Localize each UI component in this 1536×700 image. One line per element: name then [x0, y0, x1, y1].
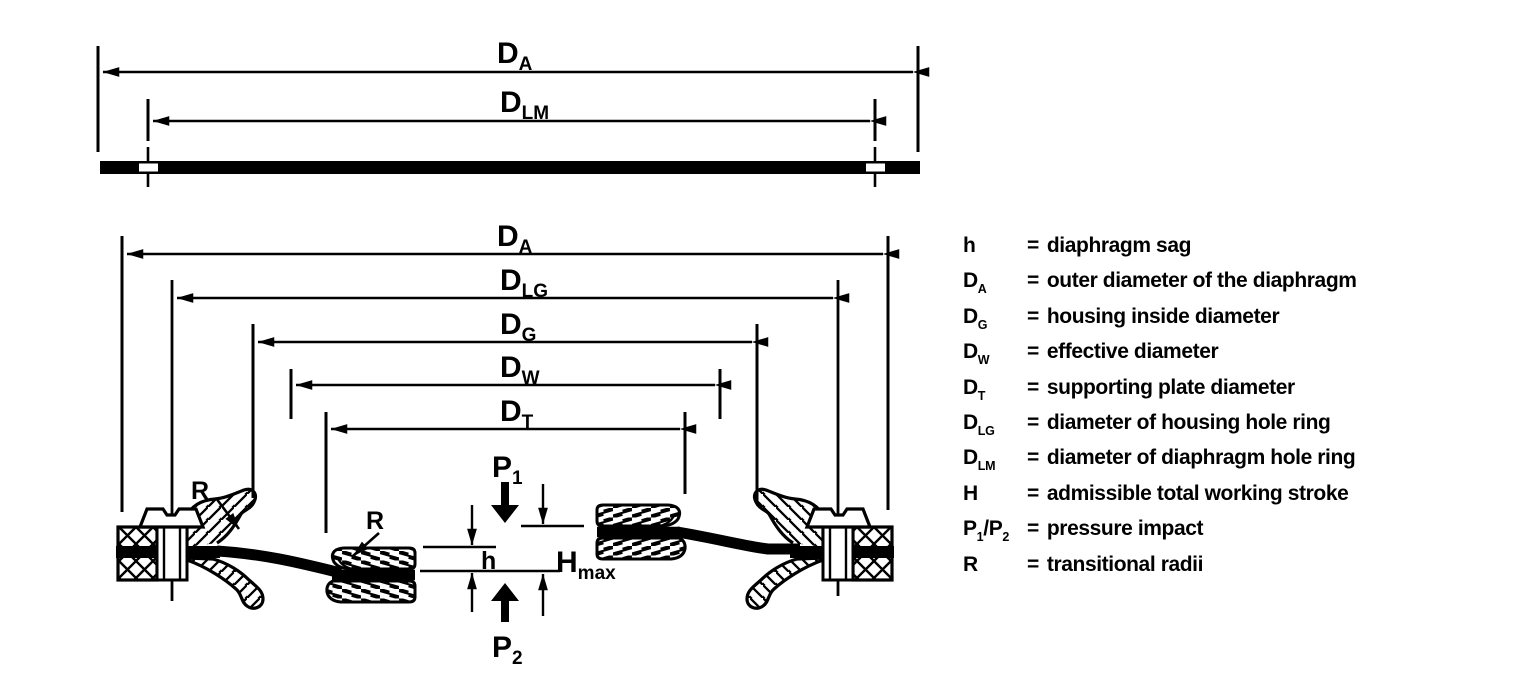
dim-hmax	[521, 484, 584, 616]
label-dw: DW	[500, 351, 540, 389]
label-hmax: Hmax	[556, 546, 616, 584]
dim-dg	[251, 324, 769, 503]
legend-symbol: DG	[963, 304, 988, 332]
legend-desc: =diaphragm sag	[1027, 234, 1192, 257]
label-p2: P2	[492, 631, 523, 669]
label-dg: DG	[500, 308, 536, 346]
legend: h =diaphragm sag DA =outer diameter of t…	[963, 233, 1357, 587]
legend-symbol: P1/P2	[963, 517, 1009, 545]
left-supporting-plate	[325, 546, 417, 604]
dim-dt	[324, 412, 697, 533]
legend-symbol: DT	[963, 375, 986, 403]
diaphragm-curve-left	[216, 545, 343, 579]
legend-symbol: h	[963, 234, 976, 257]
legend-symbol: H	[963, 481, 978, 505]
legend-desc: =admissible total working stroke	[1027, 481, 1349, 505]
top-label-dlm: DLM	[500, 86, 549, 124]
dim-da	[120, 236, 900, 512]
legend-desc: =outer diameter of the diaphragm	[1027, 269, 1357, 293]
legend-desc: =diameter of housing hole ring	[1027, 410, 1331, 434]
label-dlg: DLG	[500, 264, 548, 302]
housing-upper-flange	[185, 487, 257, 547]
legend-desc: =housing inside diameter	[1027, 304, 1280, 328]
label-da: DA	[497, 220, 533, 258]
r-leader-left-plate	[352, 532, 380, 557]
label-r-left: R	[191, 477, 209, 505]
p1-arrow-down	[491, 482, 519, 523]
legend-symbol: DW	[963, 340, 990, 368]
housing-lower-flange	[185, 556, 265, 610]
top-label-da: DA	[497, 37, 533, 75]
legend-desc: =supporting plate diameter	[1027, 375, 1295, 399]
label-dt: DT	[500, 395, 534, 433]
diaphragm-curve-right	[676, 526, 800, 555]
label-p1: P1	[492, 451, 523, 489]
lower-plate	[325, 579, 417, 604]
flat-diaphragm-bar	[100, 161, 920, 174]
top-dim-da	[96, 46, 930, 152]
legend-symbol: R	[963, 552, 978, 576]
r-leader-left-clamp	[214, 497, 241, 530]
bolt-shank	[155, 525, 189, 582]
legend-desc: =pressure impact	[1027, 517, 1204, 541]
p2-arrow-up	[491, 583, 519, 622]
left-clamp-assembly	[116, 487, 265, 610]
right-supporting-plate	[597, 505, 685, 559]
label-h: h	[481, 547, 496, 575]
pressure-arrows	[491, 482, 519, 622]
stroke-dimensions	[420, 484, 584, 616]
legend-desc: =effective diameter	[1027, 340, 1219, 364]
dim-dw	[289, 369, 732, 419]
label-r-plate: R	[366, 507, 384, 535]
legend-desc: =diameter of diaphragm hole ring	[1027, 446, 1356, 470]
radius-leaders	[214, 497, 380, 557]
legend-desc: =transitional radii	[1027, 552, 1204, 576]
legend-symbol: DLM	[963, 446, 996, 474]
top-view-flat-diaphragm	[96, 46, 930, 187]
legend-symbol: DA	[963, 269, 987, 297]
legend-symbol: DLG	[963, 410, 995, 438]
bolt-head	[137, 507, 206, 529]
dim-h	[423, 505, 496, 612]
